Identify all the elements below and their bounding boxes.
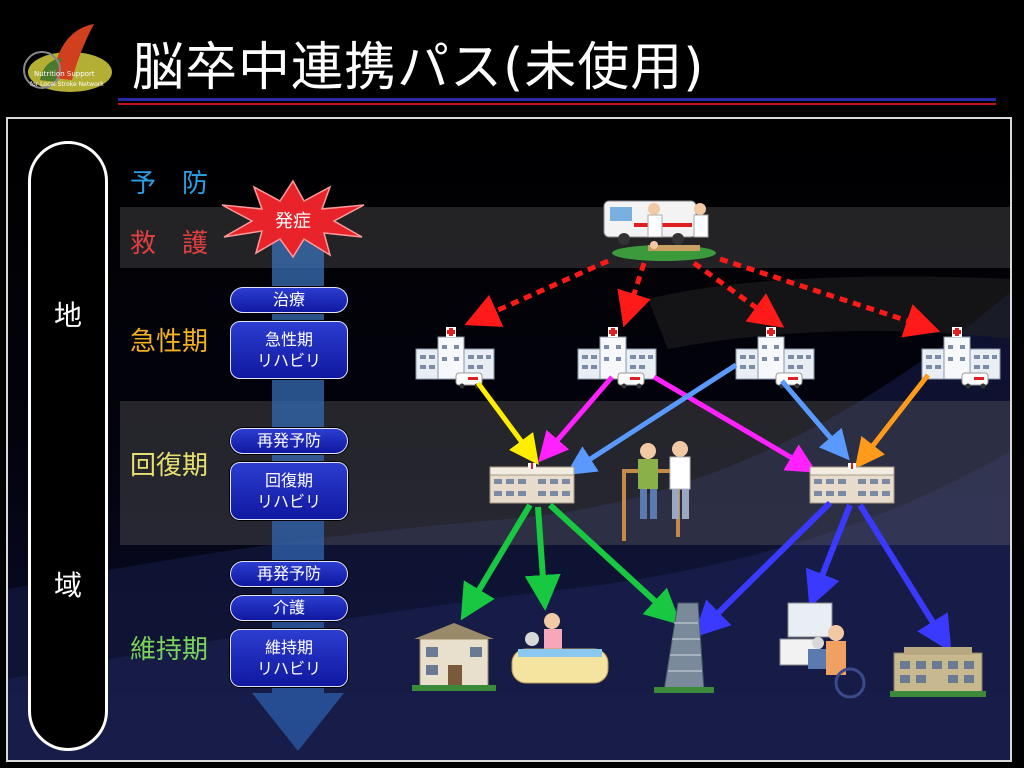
logo-text-line1: Nutrition Support	[34, 70, 95, 78]
rehab-hospital-icon	[809, 462, 895, 504]
page-title: 脳卒中連携パス(未使用)	[132, 38, 705, 98]
box-kyusei-reha-line1: 急性期	[264, 330, 313, 349]
phase-kaifukuki: 回復期	[130, 451, 209, 481]
box-iji-reha-line1: 維持期	[264, 638, 313, 657]
onset-label: 発症	[275, 211, 311, 232]
hospital-icon	[415, 326, 495, 389]
region-label-chi: 地	[53, 299, 82, 332]
title-divider-blue	[118, 98, 996, 101]
phase-kyugo: 救 護	[130, 229, 209, 259]
ambulance-icon	[603, 200, 716, 261]
box-iji-reha: 維持期 リハビリ	[230, 629, 348, 687]
box-chiryo: 治療	[230, 287, 348, 313]
diagram-frame: 地 域 予 防 救 護 急性期 回復期 維持期 発症 治療 急性期 リハビリ 再…	[6, 117, 1012, 762]
box-saihatsu-yobo-1: 再発予防	[230, 428, 348, 454]
walking-rehab-icon	[622, 441, 691, 541]
box-saihatsu-yobo-2: 再発予防	[230, 561, 348, 587]
nursing-home-icon	[890, 647, 986, 697]
box-kaifuku-reha-line1: 回復期	[264, 471, 313, 490]
hospital-icon	[577, 326, 657, 389]
bath-care-icon	[511, 613, 609, 684]
hospital-icon	[921, 326, 1001, 389]
region-label-iki: 域	[53, 569, 82, 602]
box-kaigo: 介護	[230, 595, 348, 621]
box-kyusei-reha: 急性期 リハビリ	[230, 321, 348, 379]
phase-ijiki: 維持期	[130, 635, 209, 665]
flow-diagram	[412, 200, 1001, 699]
logo: Nutrition Support for Local Stroke Netwo…	[23, 24, 112, 92]
title-divider-red	[118, 103, 996, 105]
wheelchair-care-icon	[779, 602, 866, 699]
region-pill: 地 域	[28, 141, 108, 751]
phase-yobo: 予 防	[130, 169, 209, 199]
logo-text-line2: for Local Stroke Network	[30, 81, 104, 88]
box-kaifuku-reha-line2: リハビリ	[256, 492, 321, 511]
box-kyusei-reha-line2: リハビリ	[256, 351, 321, 370]
hospital-icon	[735, 326, 815, 389]
phase-kyuseiki: 急性期	[130, 327, 209, 357]
title-bar: Nutrition Support for Local Stroke Netwo…	[0, 0, 1024, 110]
onset-burst	[221, 179, 365, 259]
box-iji-reha-line2: リハビリ	[256, 659, 321, 678]
rehab-hospital-icon	[489, 462, 575, 504]
tower-apartment-icon	[654, 602, 714, 693]
house-icon	[412, 623, 496, 691]
box-kaifuku-reha: 回復期 リハビリ	[230, 462, 348, 520]
